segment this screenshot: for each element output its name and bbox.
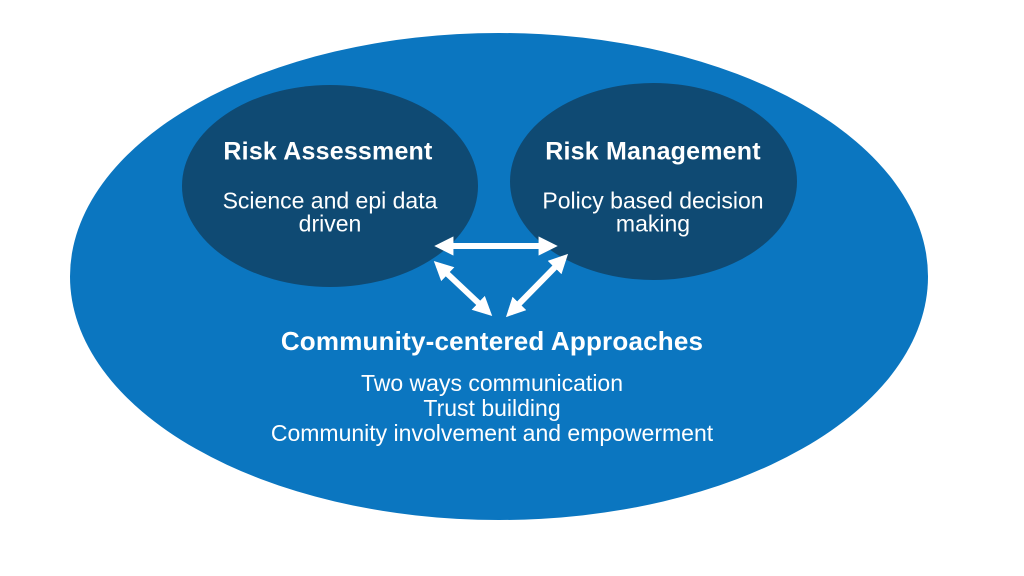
community-item-two-ways-communication: Two ways communication [360,370,624,396]
community-item-trust-building: Trust building [423,395,561,421]
outer-ellipse [70,33,928,520]
risk-management-ellipse [510,83,797,280]
community-centered-title: Community-centered Approaches [280,326,704,356]
risk-assessment-ellipse [182,85,478,287]
risk-assessment-subtitle: Science and epi data driven [222,187,438,237]
community-item-involvement-empowerment: Community involvement and empowerment [270,420,714,446]
risk-management-title: Risk Management [545,137,761,166]
community-centered-block: Community-centered Approaches Two ways c… [212,326,772,446]
risk-assessment-title: Risk Assessment [223,137,433,166]
risk-management-subtitle: Policy based decision making [542,187,764,237]
